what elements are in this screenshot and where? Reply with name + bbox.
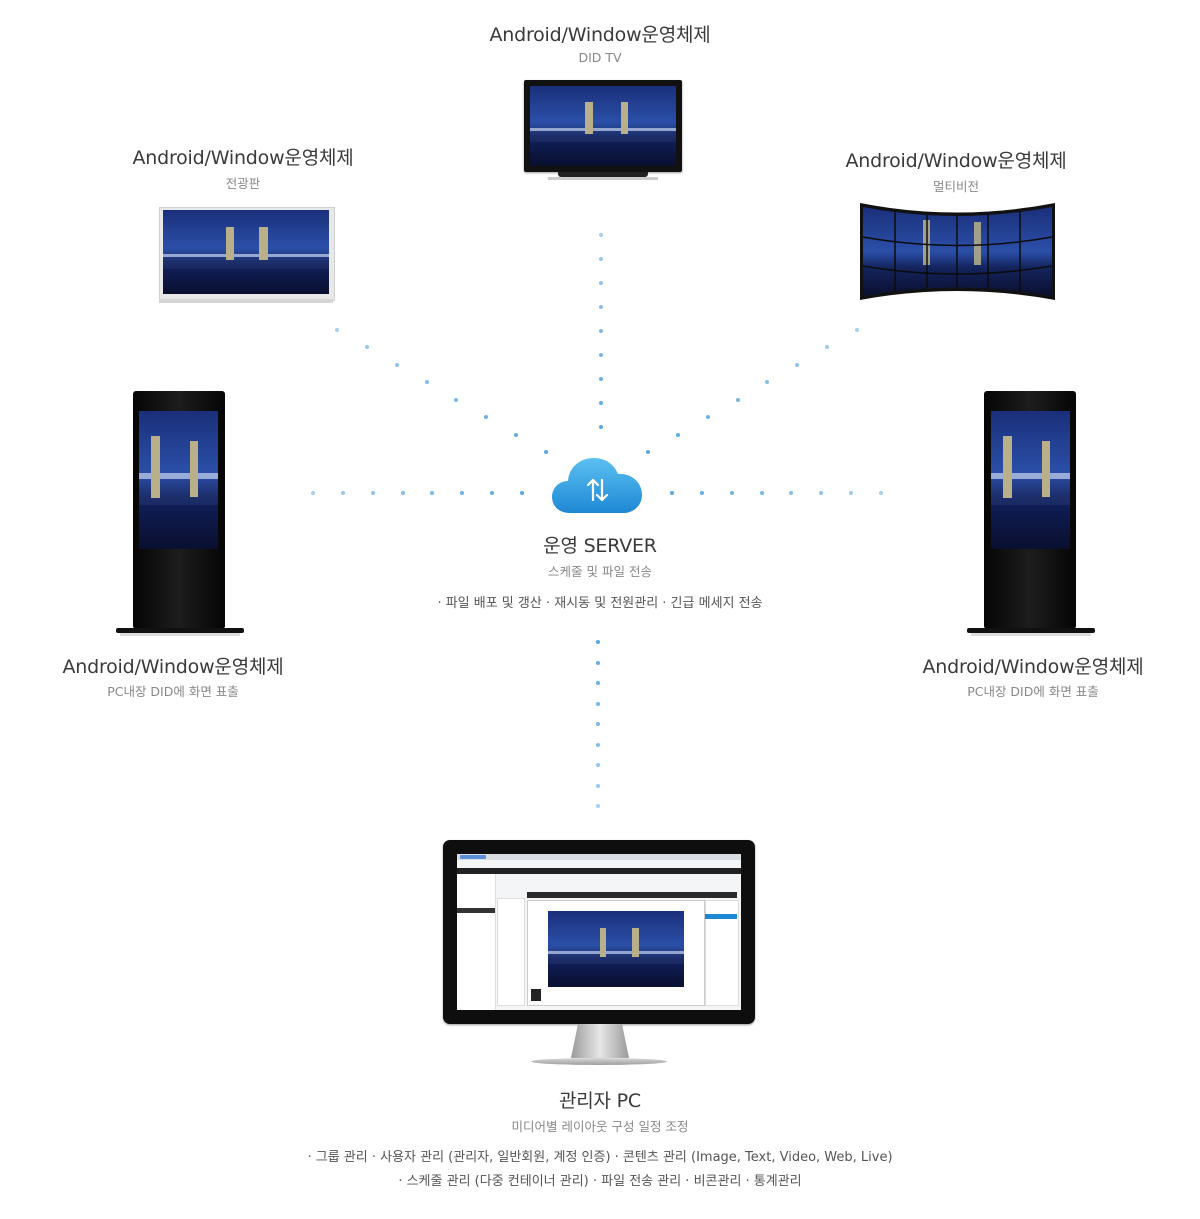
admin-subtitle: 미디어별 레이아웃 구성 일정 조정 [511,1119,689,1134]
left-connector-dot [340,491,345,495]
bottom-connector-dot [596,742,600,747]
right-connector-dot [759,491,764,495]
billboard-screen [163,210,329,294]
right-connector-dot [699,491,704,495]
left-node-subtitle: PC내장 DID에 화면 표출 [107,684,239,699]
admin-pc-monitor [443,840,755,1068]
bottom-connector-dot [596,640,600,644]
upper-right-connector-dot [646,450,650,454]
bottom-connector-dot [596,701,600,706]
upper-left-connector-dot [424,380,429,385]
upper-left-node-title: Android/Window운영체제 [132,147,354,169]
top-connector-dot [599,233,603,237]
top-connector-dot [599,401,603,405]
upper-left-connector-dot [484,415,489,420]
bottom-connector-dot [596,681,600,685]
multivision-device [859,200,1056,302]
top-connector-dot [599,329,603,333]
upper-left-connector-dot [364,345,369,350]
upper-right-connector-dot [675,432,680,437]
cloud-sync-icon [550,450,644,516]
top-connector-dot [599,305,603,309]
upper-right-connector-dot [825,345,830,350]
admin-title: 관리자 PC [558,1090,641,1112]
right-node-subtitle: PC내장 DID에 화면 표출 [967,684,1099,699]
left-connector-dot [460,491,465,495]
upper-left-connector-dot [544,450,548,454]
upper-left-connector-dot [335,328,339,332]
top-connector-dot [599,425,603,429]
top-connector-dot [599,377,603,381]
left-connector-dot [311,491,315,495]
bottom-connector-dot [596,804,600,808]
server-title: 운영 SERVER [543,535,657,557]
upper-left-node-subtitle: 전광판 [225,176,261,191]
top-connector-dot [599,257,603,261]
top-node-subtitle: DID TV [578,50,622,65]
did-tv-device [524,80,682,180]
upper-left-connector-dot [394,362,399,367]
left-kiosk-device [116,391,244,637]
left-node-title: Android/Window운영체제 [62,656,284,678]
top-connector-dot [599,353,603,357]
upper-right-connector-dot [765,380,770,385]
admin-software-screen [457,854,741,1010]
upper-right-node-subtitle: 멀티비전 [932,179,979,194]
right-kiosk-device [967,391,1095,637]
right-connector-dot [849,491,854,495]
admin-feature-line-1: · 그룹 관리 · 사용자 관리 (관리자, 일반회원, 계정 인증) · 콘텐… [307,1150,893,1165]
left-connector-dot [400,491,405,495]
right-connector-dot [879,491,883,495]
right-kiosk-screen [991,411,1070,549]
right-node-title: Android/Window운영체제 [922,656,1144,678]
bottom-connector-dot [596,660,600,665]
left-kiosk-screen [139,411,218,549]
left-connector-dot [520,491,524,495]
left-connector-dot [430,491,435,495]
server-description: · 파일 배포 및 갱산 · 재시동 및 전원관리 · 긴급 메세지 전송 [437,596,763,611]
upper-left-connector-dot [514,432,519,437]
upper-right-connector-dot [735,397,740,402]
upper-right-connector-dot [795,362,800,367]
bottom-connector-dot [596,722,600,726]
left-connector-dot [370,491,375,495]
bottom-connector-dot [596,763,600,767]
right-connector-dot [789,491,794,495]
admin-preview-screen [548,911,684,987]
top-connector-dot [599,281,603,285]
server-subtitle: 스케줄 및 파일 전송 [548,564,652,579]
top-node-title: Android/Window운영체제 [489,24,711,46]
did-tv-screen [530,86,676,166]
billboard-device [159,207,335,305]
right-connector-dot [819,491,824,495]
right-connector-dot [729,491,734,495]
left-connector-dot [490,491,495,495]
upper-right-connector-dot [855,328,859,332]
right-connector-dot [670,491,674,495]
bottom-connector-dot [596,783,600,788]
upper-right-node-title: Android/Window운영체제 [845,150,1067,172]
admin-feature-line-2: · 스케줄 관리 (다중 컨테이너 관리) · 파일 전송 관리 · 비콘관리 … [398,1174,802,1189]
upper-left-connector-dot [454,397,459,402]
upper-right-connector-dot [705,415,710,420]
